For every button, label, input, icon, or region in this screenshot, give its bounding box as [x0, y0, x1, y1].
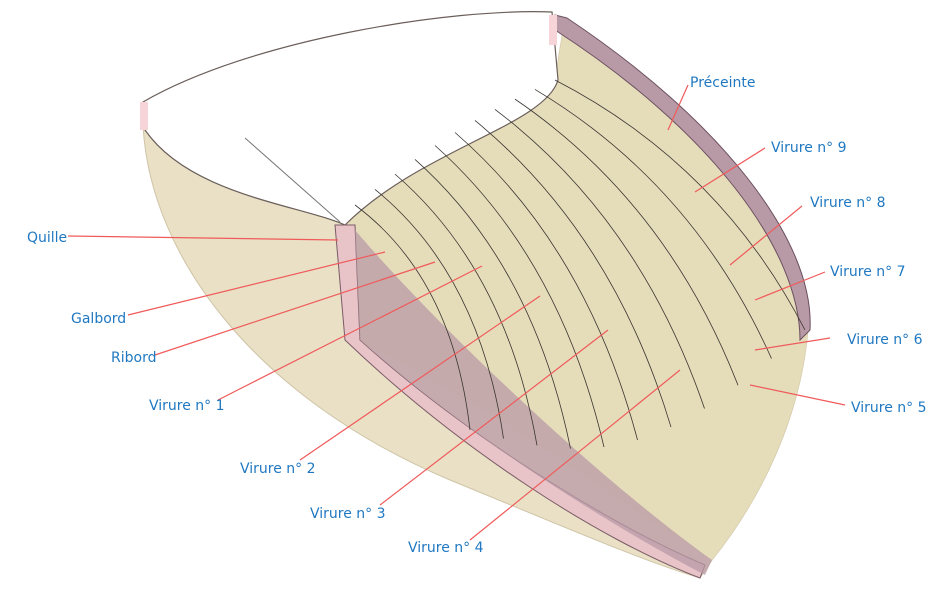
strake-line — [434, 145, 605, 448]
leader-ribord — [154, 261, 436, 356]
label-quille: Quille — [27, 230, 67, 246]
leader-galbord — [127, 251, 386, 316]
label-virure-2: Virure n° 2 — [240, 461, 316, 477]
leader-virure3 — [379, 329, 609, 506]
leader-quille — [67, 235, 339, 241]
strake-line — [534, 89, 772, 359]
leader-virure6 — [754, 337, 831, 351]
keel-side — [355, 230, 712, 575]
leader-virure4 — [469, 369, 681, 541]
leader-virure2 — [299, 295, 541, 461]
label-virure-6: Virure n° 6 — [847, 332, 923, 348]
leader-preceinte — [667, 84, 689, 131]
label-virure-4: Virure n° 4 — [408, 540, 484, 556]
label-virure-1: Virure n° 1 — [149, 398, 225, 414]
stem-line — [244, 137, 341, 223]
label-virure-9: Virure n° 9 — [771, 140, 847, 156]
strake-line — [494, 109, 705, 409]
strake-line — [374, 189, 504, 439]
strake-lines — [354, 79, 806, 449]
leader-virure1 — [217, 265, 483, 401]
strake-line — [474, 120, 672, 428]
deck-outline — [142, 11, 559, 226]
label-ribord: Ribord — [111, 350, 156, 366]
transom-mark — [140, 102, 148, 130]
preceinte-strip — [554, 14, 811, 342]
bow-mark — [549, 15, 557, 45]
label-virure-7: Virure n° 7 — [830, 264, 906, 280]
strake-line — [514, 98, 739, 386]
label-preceinte: Préceinte — [690, 75, 755, 91]
label-virure-8: Virure n° 8 — [810, 195, 886, 211]
hull-planking — [345, 18, 808, 560]
label-virure-5: Virure n° 5 — [851, 400, 927, 416]
strake-line — [454, 132, 638, 441]
strake-line — [554, 79, 806, 331]
label-galbord: Galbord — [71, 311, 126, 327]
leader-virure9 — [694, 147, 766, 193]
leader-virure8 — [729, 205, 803, 266]
leader-virure5 — [749, 384, 846, 406]
strake-line — [354, 204, 471, 431]
label-virure-3: Virure n° 3 — [310, 506, 386, 522]
strake-line — [414, 159, 571, 449]
strake-line — [394, 173, 538, 446]
leader-virure7 — [754, 271, 826, 301]
